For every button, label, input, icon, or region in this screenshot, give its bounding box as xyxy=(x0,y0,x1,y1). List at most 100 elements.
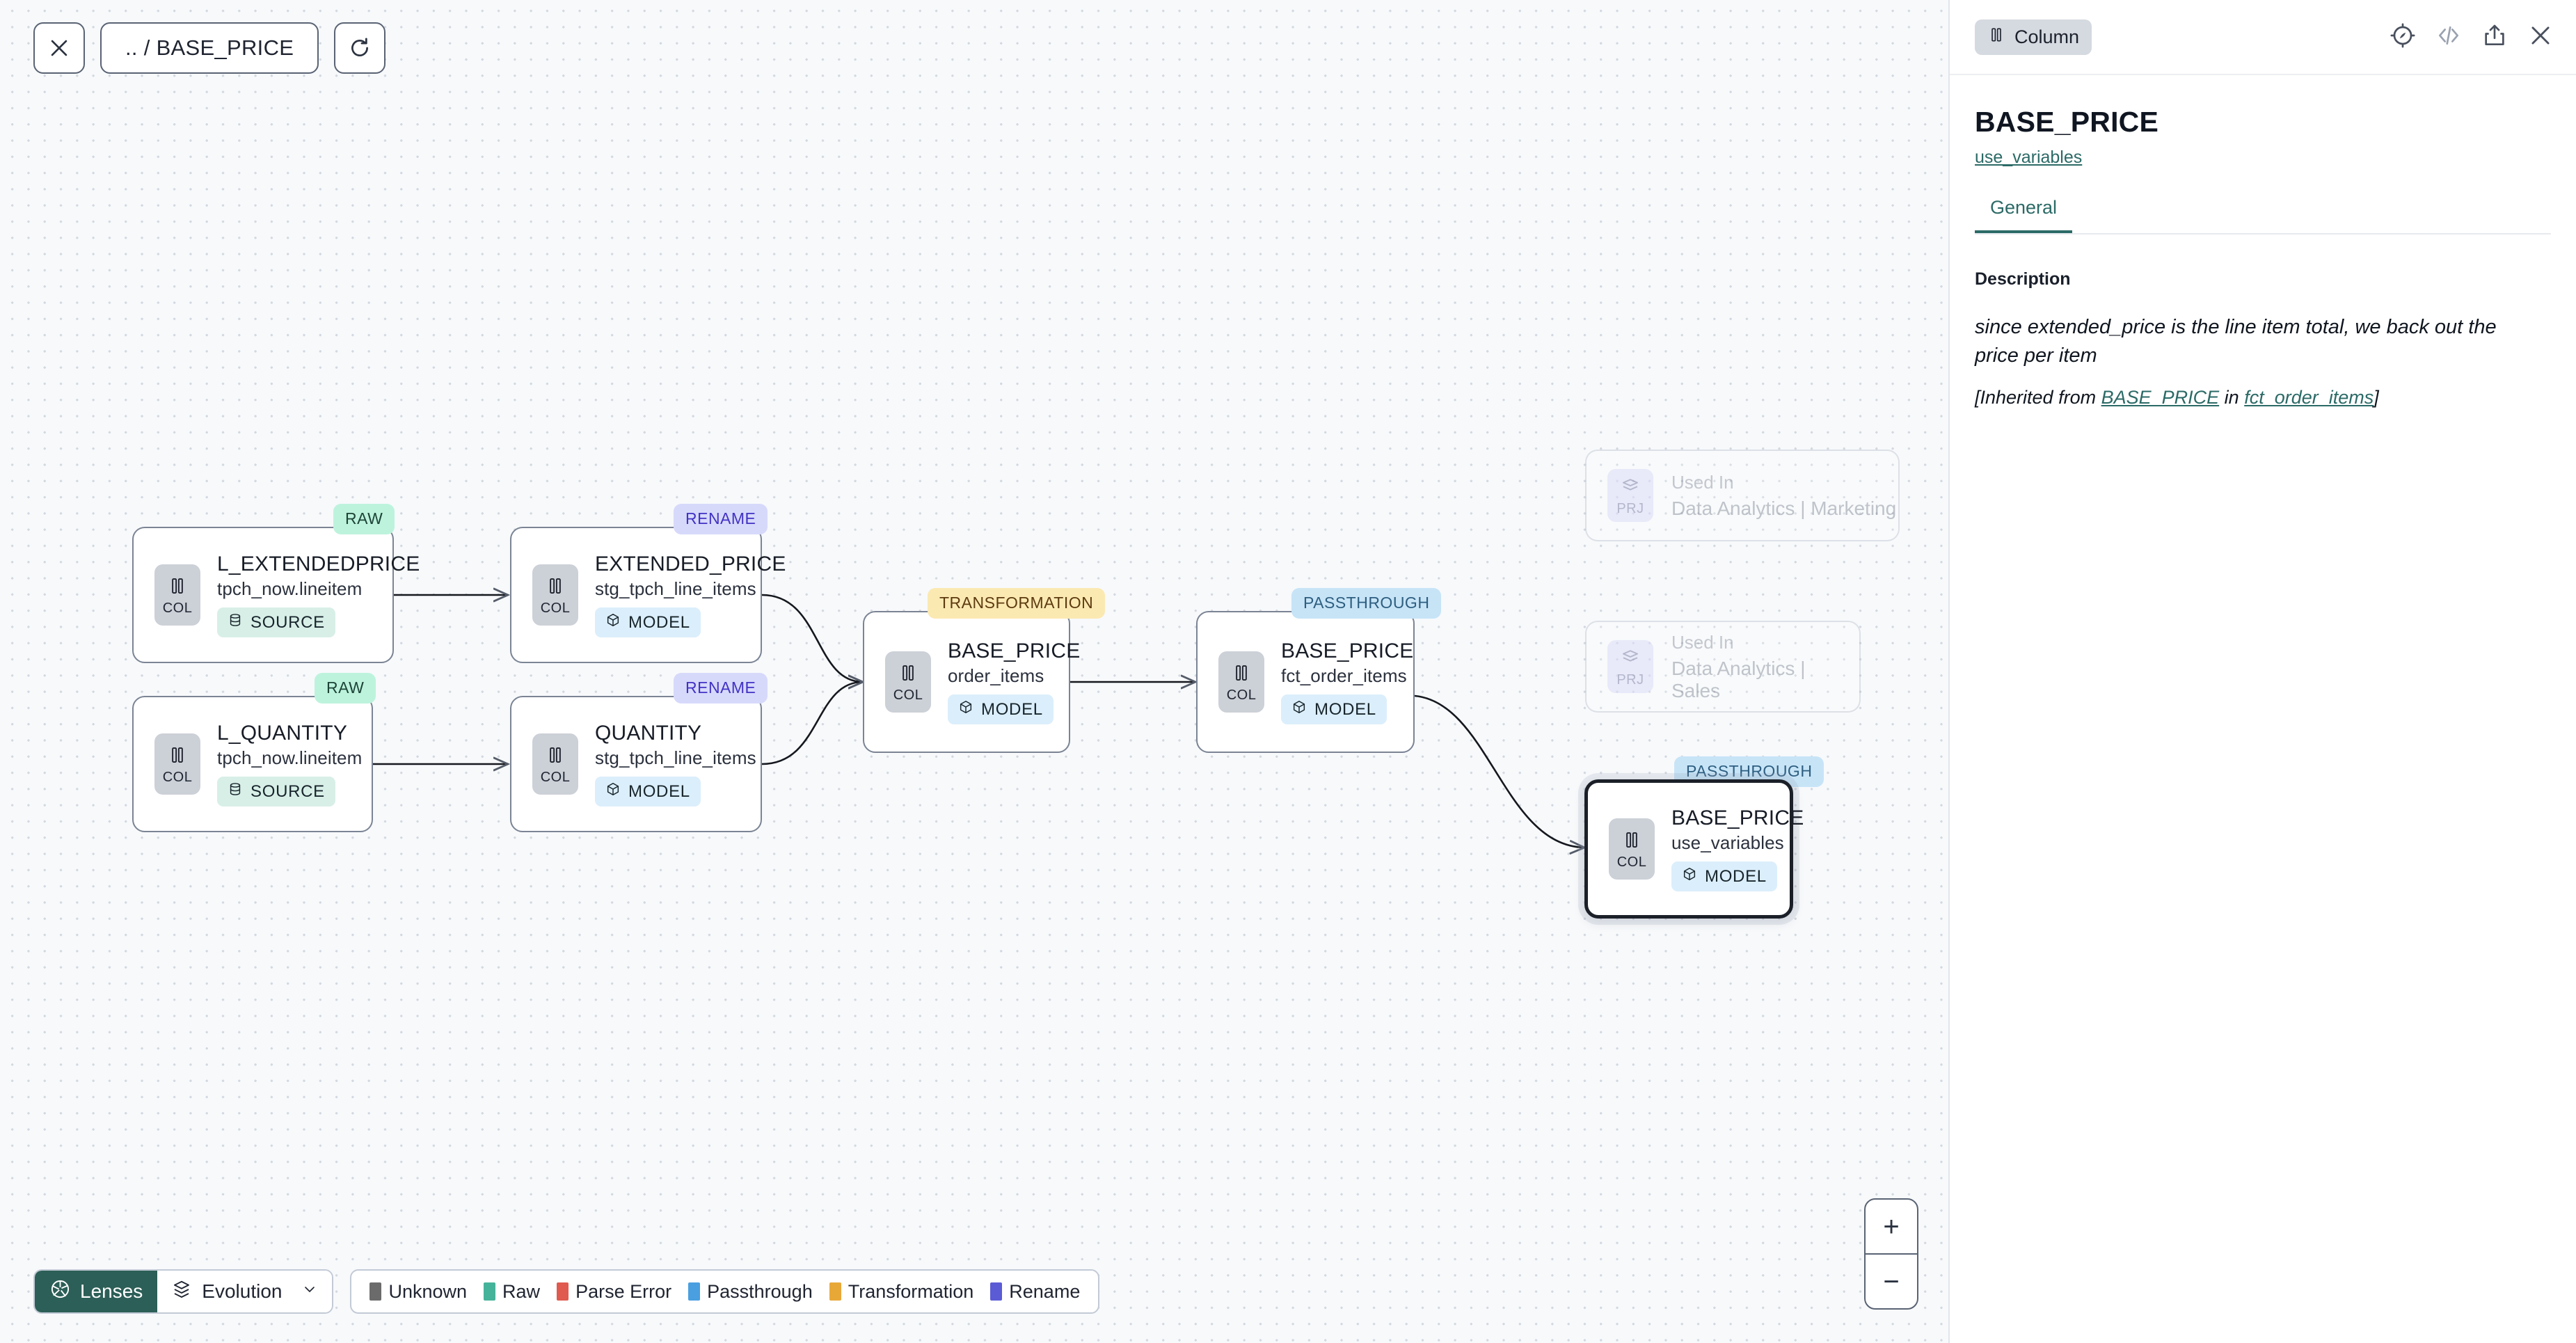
plus-icon: + xyxy=(1883,1211,1900,1242)
zoom-out-button[interactable]: − xyxy=(1866,1255,1917,1308)
cube-icon xyxy=(605,781,621,802)
details-panel-body: BASE_PRICE use_variables General Descrip… xyxy=(1950,106,2576,408)
legend-label: Passthrough xyxy=(707,1280,813,1302)
used-in-node-marketing[interactable]: PRJ Used In Data Analytics | Marketing xyxy=(1585,450,1900,541)
used-in-label: Used In xyxy=(1671,471,1734,493)
node-tag-raw: RAW xyxy=(315,673,376,704)
close-button[interactable] xyxy=(33,22,85,74)
prj-badge: PRJ xyxy=(1607,469,1653,522)
share-icon[interactable] xyxy=(2481,22,2508,52)
layers-icon xyxy=(171,1279,192,1305)
node-subtitle: stg_tpch_line_items xyxy=(595,747,756,769)
used-in-name: Data Analytics | Marketing xyxy=(1671,497,1897,519)
node-title: BASE_PRICE xyxy=(948,639,1081,662)
entity-type-label: Column xyxy=(2014,26,2080,47)
col-badge: COL xyxy=(154,733,200,795)
inherited-prefix: [Inherited from xyxy=(1975,387,2101,408)
inherited-column-link[interactable]: BASE_PRICE xyxy=(2101,387,2220,408)
node-kind-badge: SOURCE xyxy=(217,777,335,807)
cube-icon xyxy=(958,699,973,720)
column-icon xyxy=(167,745,188,769)
node-tag-transformation: TRANSFORMATION xyxy=(928,588,1106,619)
node-tag-passthrough: PASSTHROUGH xyxy=(1291,588,1442,619)
inherited-model-link[interactable]: fct_order_items xyxy=(2244,387,2374,408)
lineage-node-quantity[interactable]: COL QUANTITY stg_tpch_line_items MODEL xyxy=(510,696,762,832)
node-subtitle: tpch_now.lineitem xyxy=(217,578,363,600)
lineage-node-extended-price[interactable]: COL EXTENDED_PRICE stg_tpch_line_items M… xyxy=(510,527,786,663)
model-link[interactable]: use_variables xyxy=(1975,148,2083,167)
col-badge: COL xyxy=(532,564,578,626)
description-text: since extended_price is the line item to… xyxy=(1975,316,2497,367)
lenses-button[interactable]: Lenses xyxy=(35,1271,158,1312)
column-icon xyxy=(167,575,188,600)
lineage-node-base-price-fct-order-items[interactable]: COL BASE_PRICE fct_order_items MODEL xyxy=(1196,611,1415,753)
breadcrumb[interactable]: .. / BASE_PRICE xyxy=(100,22,319,74)
col-badge-label: COL xyxy=(540,769,571,785)
entity-type-chip[interactable]: Column xyxy=(1975,19,2092,55)
panel-header-actions xyxy=(2390,22,2554,52)
column-icon xyxy=(1987,26,2005,49)
col-badge: COL xyxy=(1609,818,1655,880)
used-in-label: Used In xyxy=(1671,631,1734,653)
column-icon xyxy=(545,745,566,769)
node-kind-label: MODEL xyxy=(1705,866,1767,886)
page-title: BASE_PRICE xyxy=(1975,106,2159,138)
lineage-node-l-extendedprice[interactable]: COL L_EXTENDEDPRICE tpch_now.lineitem SO… xyxy=(132,527,420,663)
refresh-button[interactable] xyxy=(334,22,386,74)
chevron-down-icon xyxy=(301,1280,318,1303)
node-kind-badge: MODEL xyxy=(1671,861,1777,892)
cube-icon xyxy=(1682,866,1697,887)
legend-swatch xyxy=(557,1282,569,1301)
col-badge: COL xyxy=(532,733,578,795)
col-badge-label: COL xyxy=(1616,854,1647,870)
evolution-label: Evolution xyxy=(202,1280,283,1302)
code-icon[interactable] xyxy=(2435,22,2462,52)
bottom-toolbar: Lenses Evolution Unknown xyxy=(33,1269,1100,1314)
prj-badge-label: PRJ xyxy=(1616,672,1644,688)
node-title: L_QUANTITY xyxy=(217,721,348,745)
description-inherited: [Inherited from BASE_PRICE in fct_order_… xyxy=(1975,387,2551,408)
node-kind-badge: MODEL xyxy=(595,607,701,638)
node-kind-label: MODEL xyxy=(981,699,1043,719)
node-kind-badge: MODEL xyxy=(948,694,1054,725)
lineage-node-base-price-order-items[interactable]: COL BASE_PRICE order_items MODEL xyxy=(863,611,1080,753)
explore-icon[interactable] xyxy=(2390,22,2416,52)
col-badge: COL xyxy=(154,564,200,626)
lenses-group: Lenses Evolution xyxy=(33,1269,334,1314)
legend-swatch xyxy=(688,1282,701,1301)
evolution-dropdown[interactable]: Evolution xyxy=(157,1271,333,1312)
prj-badge: PRJ xyxy=(1607,640,1653,693)
node-kind-label: MODEL xyxy=(628,612,690,632)
col-badge-label: COL xyxy=(162,769,193,785)
close-icon[interactable] xyxy=(2527,22,2554,52)
project-icon xyxy=(1620,646,1641,671)
legend-swatch xyxy=(990,1282,1003,1301)
node-kind-label: SOURCE xyxy=(251,781,325,801)
col-badge-label: COL xyxy=(893,687,923,703)
tab-general[interactable]: General xyxy=(1975,197,2073,233)
legend-label: Raw xyxy=(502,1280,541,1302)
prj-badge-label: PRJ xyxy=(1616,501,1644,516)
minus-icon: − xyxy=(1883,1266,1900,1297)
node-kind-label: SOURCE xyxy=(251,612,325,632)
lineage-canvas[interactable]: .. / BASE_PRICE xyxy=(0,0,1948,1343)
column-icon xyxy=(545,575,566,600)
legend-item-transformation: Transformation xyxy=(829,1281,973,1303)
lineage-node-base-price-use-variables[interactable]: COL BASE_PRICE use_variables MODEL xyxy=(1584,779,1804,919)
used-in-node-sales[interactable]: PRJ Used In Data Analytics | Sales xyxy=(1585,621,1861,713)
node-subtitle: fct_order_items xyxy=(1281,665,1407,687)
details-panel-header: Column xyxy=(1950,0,2576,75)
col-badge: COL xyxy=(885,651,931,713)
zoom-in-button[interactable]: + xyxy=(1866,1200,1917,1255)
lineage-node-l-quantity[interactable]: COL L_QUANTITY tpch_now.lineitem SOURCE xyxy=(132,696,373,832)
legend-item-parse-error: Parse Error xyxy=(557,1281,671,1303)
legend-label: Rename xyxy=(1009,1280,1081,1302)
col-badge: COL xyxy=(1218,651,1264,713)
legend-item-rename: Rename xyxy=(990,1281,1080,1303)
node-tag-raw: RAW xyxy=(333,504,395,534)
lineage-legend: Unknown Raw Parse Error Passthrough Tran… xyxy=(350,1269,1100,1314)
node-kind-label: MODEL xyxy=(628,781,690,801)
node-kind-badge: SOURCE xyxy=(217,607,335,638)
legend-label: Unknown xyxy=(388,1280,468,1302)
inherited-middle: in xyxy=(2219,387,2245,408)
